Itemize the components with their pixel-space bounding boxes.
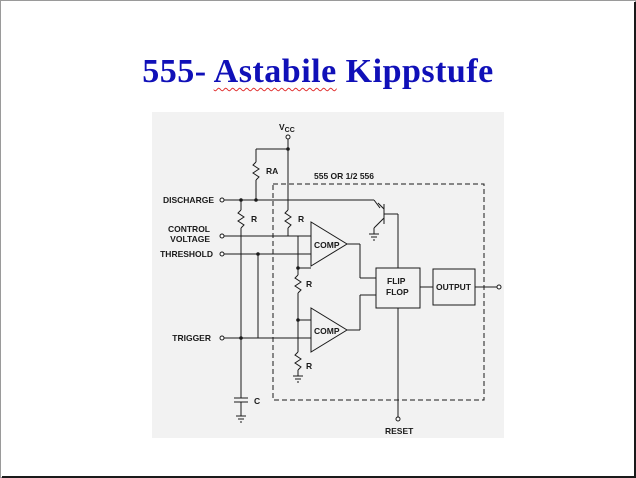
r-divider-mid-label: R	[306, 279, 312, 289]
slide-shadow-bottom	[2, 476, 636, 478]
r-divider-top-label: R	[298, 214, 304, 224]
comparator-lower	[310, 307, 348, 353]
comp-upper-label: COMP	[314, 240, 340, 250]
ic-label: 555 OR 1/2 556	[314, 171, 374, 181]
trigger-label: TRIGGER	[172, 333, 211, 343]
ic-boundary	[272, 183, 485, 401]
title-word-kippstufe: Kippstufe	[345, 53, 494, 90]
flip-flop-block	[375, 267, 421, 309]
discharge-label: DISCHARGE	[163, 195, 214, 205]
flipflop-label-line2: FLOP	[386, 287, 409, 297]
capacitor-label: C	[254, 396, 260, 406]
slide-shadow-right	[634, 2, 636, 478]
ra-label: RA	[266, 166, 278, 176]
r-left-label: R	[251, 214, 257, 224]
reset-label: RESET	[385, 426, 414, 436]
trigger-terminal	[219, 335, 225, 341]
resistor-r-left	[237, 209, 245, 229]
threshold-label: THRESHOLD	[160, 249, 213, 259]
control-voltage-terminal	[219, 233, 225, 239]
vcc-terminal	[285, 134, 291, 140]
output-block	[432, 268, 476, 306]
output-label: OUTPUT	[436, 282, 472, 292]
comp-lower-label: COMP	[314, 326, 340, 336]
r-divider-bottom-label: R	[306, 361, 312, 371]
resistor-ra	[252, 161, 260, 181]
control-label-line2: VOLTAGE	[170, 234, 210, 244]
resistor-r-divider-bottom	[294, 351, 302, 371]
discharge-terminal	[219, 197, 225, 203]
vcc-label: VCC	[279, 122, 295, 134]
threshold-terminal	[219, 251, 225, 257]
flipflop-label-line1: FLIP	[387, 276, 406, 286]
slide-title: 555- Astabile Kippstufe	[0, 50, 636, 94]
control-label-line1: CONTROL	[168, 224, 210, 234]
reset-terminal	[395, 416, 401, 422]
resistor-r-divider-mid	[294, 274, 302, 294]
title-word-astabile: Astabile	[213, 53, 337, 90]
comparator-upper	[310, 221, 348, 267]
schematic-555-astable: VCC RA 555 OR 1/2 556 DISCHARGE R R CONT…	[160, 122, 502, 436]
title-number: 555-	[142, 53, 207, 90]
resistor-r-divider-top	[284, 209, 292, 229]
output-terminal	[496, 284, 502, 290]
